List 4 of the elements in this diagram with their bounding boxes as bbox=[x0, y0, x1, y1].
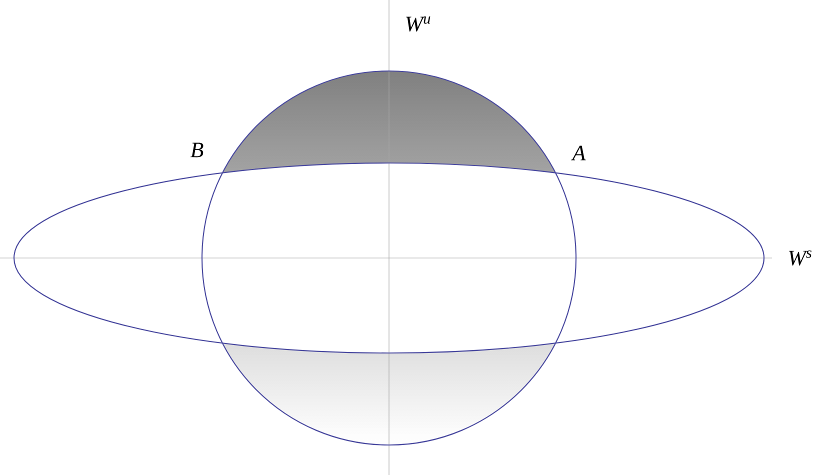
point-label: B bbox=[190, 142, 204, 158]
axis-label: W$^{u}$ bbox=[406, 16, 430, 32]
point-label: A bbox=[571, 146, 586, 160]
axis-label: W$^{s}$ bbox=[789, 250, 812, 266]
